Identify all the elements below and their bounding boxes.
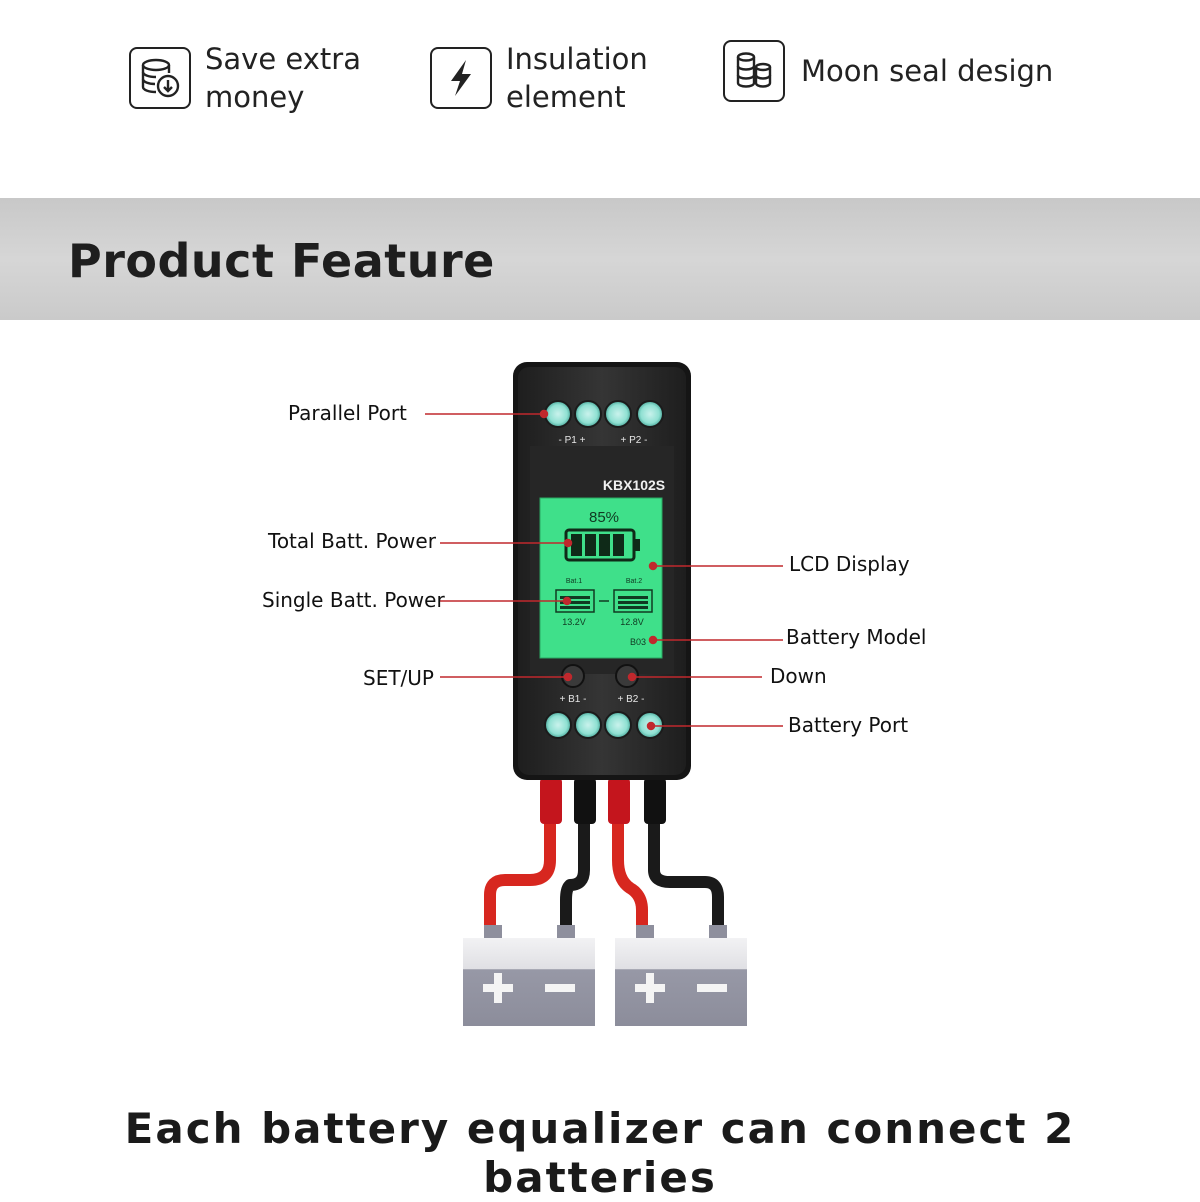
lcd-model-code: B03 [630,637,646,647]
feature-line: Save extra [205,42,361,76]
feature-line: Moon seal design [801,54,1054,88]
callout-lcd-display: LCD Display [789,552,910,576]
feature-save-money: Save extra money [129,40,361,116]
down-button [615,664,639,688]
battery-1 [463,925,595,1026]
port-label-b1: + B1 - [560,694,587,705]
callout-total-batt-power: Total Batt. Power [268,529,436,553]
lcd-bat1-label: Bat.1 [566,578,582,585]
callout-battery-port: Battery Port [788,713,909,737]
cylinders-icon [723,40,785,102]
lcd-total-percent: 85% [589,509,619,526]
lcd-bat2-label: Bat.2 [626,578,642,585]
battery-ports [544,711,664,739]
port-label-b2: + B2 - [618,694,645,705]
section-banner [0,198,1200,320]
feature-line: Insulation [506,42,648,76]
section-title: Product Feature [68,234,495,288]
set-up-button [561,664,585,688]
lightning-icon [430,47,492,109]
port-label-p1: - P1 + [559,435,586,446]
lcd-bat2-voltage: 12.8V [620,617,644,627]
feature-insulation: Insulation element [430,40,648,116]
callout-set-up: SET/UP [363,666,434,690]
battery-cables [484,804,724,946]
bottom-caption: Each battery equalizer can connect 2 bat… [124,1104,1076,1202]
callout-single-batt-power: Single Batt. Power [262,588,445,612]
feature-moon-seal: Moon seal design [723,40,1053,102]
lcd-bat1-voltage: 13.2V [562,617,586,627]
cable-connectors [540,778,666,824]
callout-lines [425,409,783,731]
feature-line: element [506,80,626,114]
callout-parallel-port: Parallel Port [288,401,407,425]
lcd-single-battery-icons [555,589,653,613]
feature-line: money [205,80,305,114]
lcd-screen [539,497,663,659]
callout-battery-model: Battery Model [786,625,927,649]
device-model: KBX102S [603,477,665,493]
database-download-icon [129,47,191,109]
callout-down: Down [770,664,827,688]
parallel-ports [544,400,664,428]
battery-2 [615,925,747,1026]
port-label-p2: + P2 - [621,435,648,446]
